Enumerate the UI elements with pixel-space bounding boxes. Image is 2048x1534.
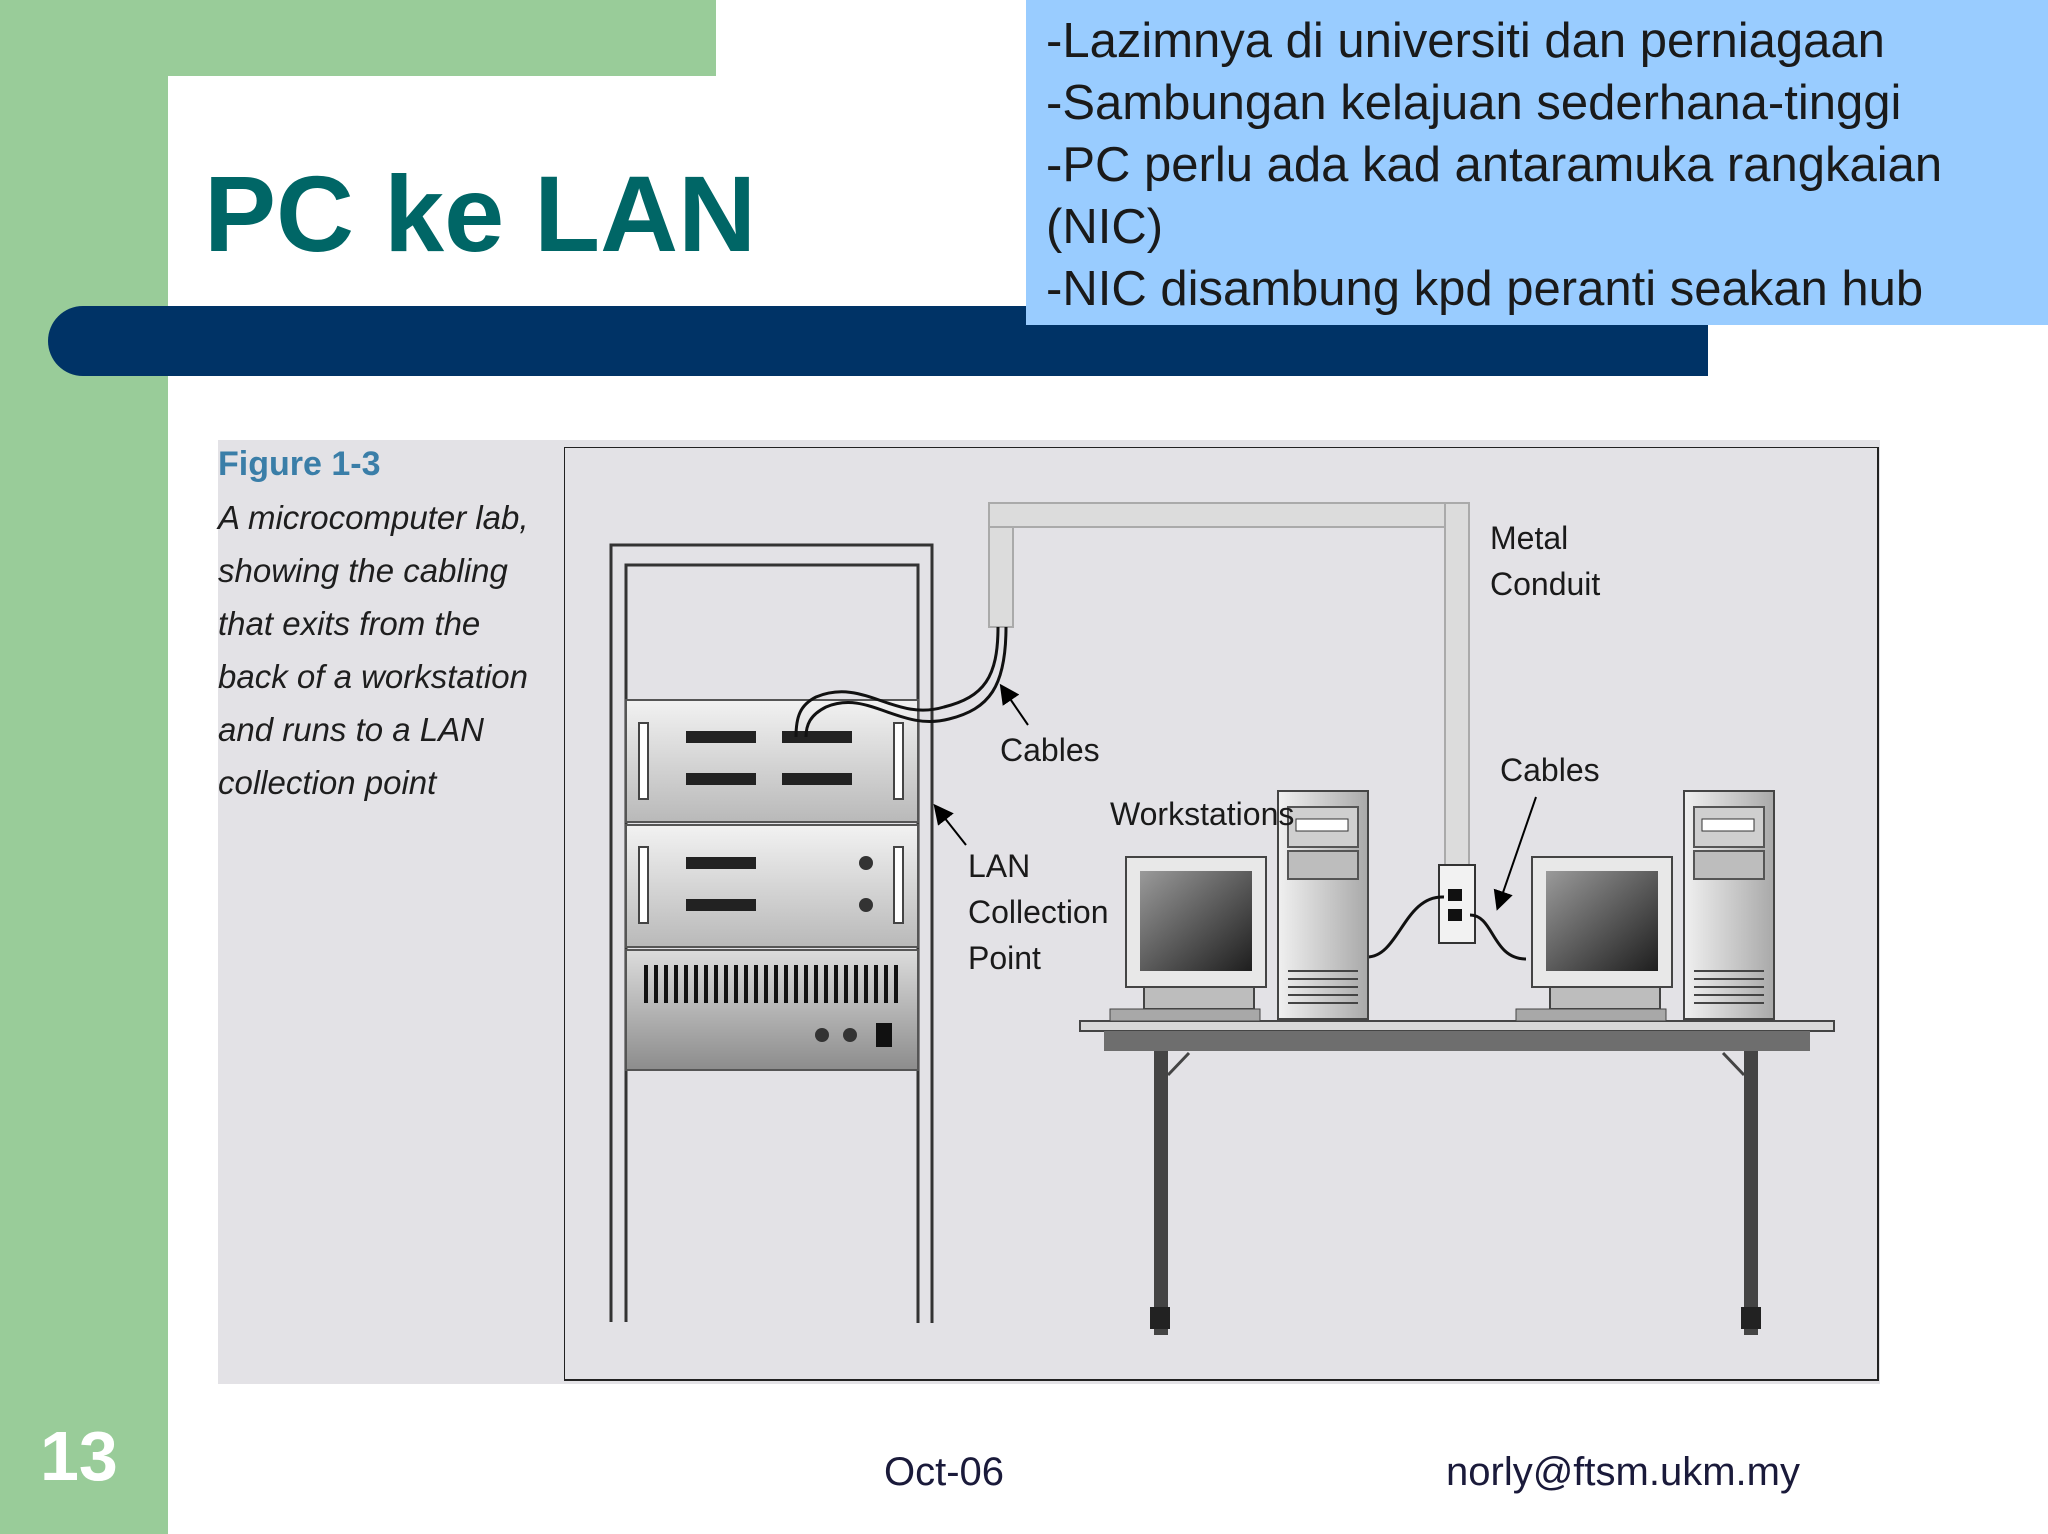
rack-cables <box>794 626 1008 738</box>
slide-title: PC ke LAN <box>204 153 757 274</box>
label-metal: Metal <box>1490 520 1568 556</box>
figure-caption: Figure 1-3 A microcomputer lab, showing … <box>218 438 548 809</box>
page-number: 13 <box>40 1417 118 1495</box>
workstation-right <box>1515 790 1775 1022</box>
note-line: -Lazimnya di universiti dan perniagaan <box>1046 14 1885 68</box>
caption-line: and runs to a LAN <box>218 711 484 748</box>
caption-line: showing the cabling <box>218 552 508 589</box>
lab-diagram: Metal Conduit Cables Cables Workstations… <box>564 447 1879 1381</box>
desk-cable-left <box>1366 895 1445 959</box>
green-sidebar <box>0 0 168 1534</box>
caption-line: that exits from the <box>218 605 481 642</box>
label-conduit: Conduit <box>1490 566 1600 602</box>
label-lan: LAN <box>968 848 1030 884</box>
arrow-cables-desk <box>1493 796 1537 911</box>
note-line: -NIC disambung kpd peranti seakan hub <box>1046 262 1924 316</box>
caption-line: back of a workstation <box>218 658 528 695</box>
figure-title: Figure 1-3 <box>218 445 381 483</box>
note-line: -PC perlu ada kad antaramuka rangkaian <box>1046 138 1943 192</box>
note-line: (NIC) <box>1046 200 1164 254</box>
note-line: -Sambungan kelajuan sederhana-tinggi <box>1046 76 1902 130</box>
workstation-left <box>1109 790 1369 1022</box>
table <box>1079 1020 1835 1335</box>
footer-date: Oct-06 <box>884 1450 1005 1494</box>
arrow-cables-rack <box>999 683 1029 726</box>
metal-conduit <box>988 502 1470 868</box>
desk-cable-right <box>1469 913 1527 961</box>
note-box: -Lazimnya di universiti dan perniagaan -… <box>1026 0 2048 325</box>
label-workstations: Workstations <box>1110 796 1294 832</box>
label-collection: Collection <box>968 894 1109 930</box>
caption-line: collection point <box>218 764 437 801</box>
arrow-lan-point <box>933 803 967 846</box>
green-top-band <box>0 0 716 76</box>
wall-outlet <box>1438 864 1476 944</box>
caption-line: A microcomputer lab, <box>218 499 529 536</box>
label-cables-rack: Cables <box>1000 732 1100 768</box>
equipment-rack <box>609 543 934 1323</box>
footer-email: norly@ftsm.ukm.my <box>1446 1450 1800 1494</box>
label-point: Point <box>968 940 1041 976</box>
label-cables-desk: Cables <box>1500 752 1600 788</box>
